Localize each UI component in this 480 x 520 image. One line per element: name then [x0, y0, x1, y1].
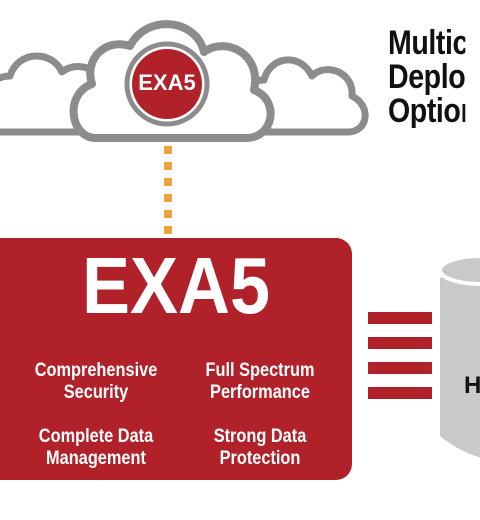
feature-line: Security	[63, 382, 129, 403]
platform-title: EXA5	[81, 241, 271, 330]
deployment-heading: Multic Deploy Option	[388, 26, 465, 128]
feature-line: Management	[46, 448, 146, 469]
storage-label: H	[464, 372, 480, 399]
feature-line: Full Spectrum	[205, 360, 315, 381]
cloud-badge-label: EXA5	[138, 70, 196, 95]
feature-management: Complete Data Management	[18, 426, 174, 470]
exa5-platform-box	[0, 238, 352, 480]
feature-line: Strong Data	[213, 426, 307, 447]
feature-security: Comprehensive Security	[18, 360, 174, 404]
feature-performance: Full Spectrum Performance	[182, 360, 338, 404]
heading-line: Option	[388, 92, 465, 128]
exa5-badge-icon	[124, 41, 210, 127]
feature-line: Comprehensive	[34, 360, 158, 381]
feature-line: Protection	[219, 448, 301, 469]
feature-protection: Strong Data Protection	[182, 426, 338, 470]
storage-cylinder-icon	[438, 254, 480, 458]
connector-bars	[368, 312, 432, 399]
feature-line: Complete Data	[38, 426, 154, 447]
dotted-connector	[164, 146, 172, 234]
heading-line: Deploy	[388, 58, 466, 96]
heading-line: Multic	[388, 26, 466, 62]
feature-line: Performance	[210, 382, 310, 403]
